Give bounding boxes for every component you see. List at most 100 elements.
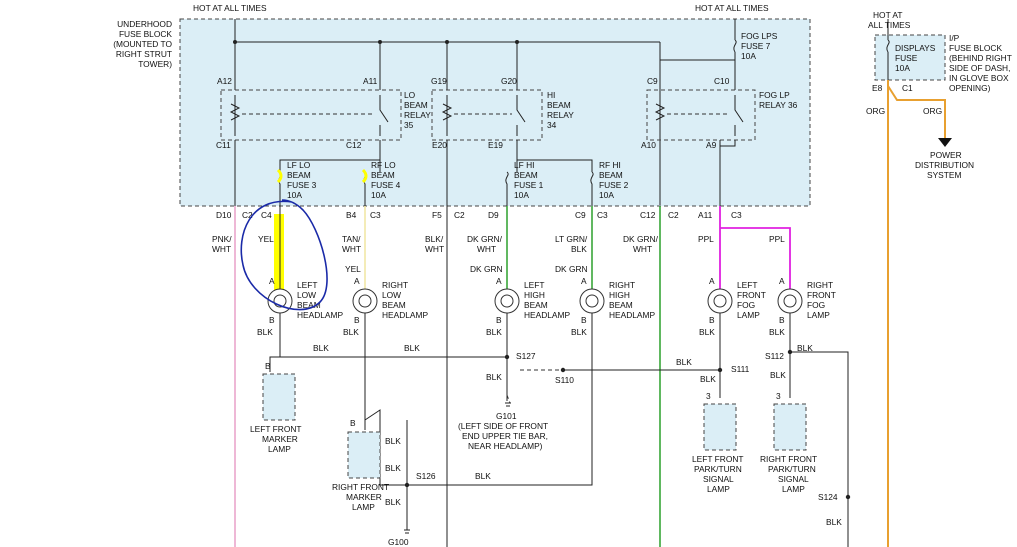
svg-text:A: A [779,276,785,286]
svg-text:HIGH: HIGH [609,290,630,300]
svg-text:DK GRN: DK GRN [470,264,503,274]
svg-text:PARK/TURN: PARK/TURN [768,464,816,474]
svg-text:D10: D10 [216,210,232,220]
hot-label-left: HOT AT ALL TIMES [193,3,267,13]
svg-text:FUSE 1: FUSE 1 [514,180,544,190]
svg-text:WHT: WHT [342,244,361,254]
splice-s111: S111 [731,364,750,374]
svg-text:HEADLAMP: HEADLAMP [609,310,655,320]
svg-text:BEAM: BEAM [382,300,406,310]
splice-s112: S112 [765,351,784,361]
fog-fuse-label: FOG LPS FUSE 7 10A [741,31,778,61]
svg-text:DK GRN/: DK GRN/ [467,234,503,244]
svg-text:RELAY 36: RELAY 36 [759,100,798,110]
svg-text:FUSE BLOCK: FUSE BLOCK [119,29,172,39]
svg-text:B4: B4 [346,210,357,220]
ground-g100: G100 [388,529,410,547]
svg-text:YEL: YEL [258,234,274,244]
svg-text:WHT: WHT [212,244,231,254]
svg-text:FUSE BLOCK: FUSE BLOCK [949,43,1002,53]
svg-text:I/P: I/P [949,33,960,43]
svg-text:C2: C2 [454,210,465,220]
svg-text:10A: 10A [514,190,529,200]
hot-label-right: HOT AT ALL TIMES [695,3,769,13]
svg-text:BLK/: BLK/ [425,234,444,244]
svg-text:B: B [269,315,275,325]
underhood-label: UNDERHOOD FUSE BLOCK (MOUNTED TO RIGHT S… [113,19,172,69]
svg-text:SIDE OF DASH,: SIDE OF DASH, [949,63,1010,73]
pin-a12: A12 [217,76,232,86]
svg-text:LAMP: LAMP [352,502,375,512]
svg-text:BLK: BLK [700,374,716,384]
svg-text:BEAM: BEAM [287,170,311,180]
arrow-down-icon [938,138,952,147]
svg-text:BEAM: BEAM [599,170,623,180]
svg-text:BLK: BLK [343,327,359,337]
svg-text:LAMP: LAMP [268,444,291,454]
svg-text:B: B [709,315,715,325]
fog-lamp-left: A B LEFT FRONT FOG LAMP [707,276,766,325]
svg-text:MARKER: MARKER [346,492,382,502]
svg-text:BLK: BLK [769,327,785,337]
svg-text:DK GRN/: DK GRN/ [623,234,659,244]
lo-relay-label: LO BEAM RELAY 35 [404,90,431,130]
svg-text:B: B [265,361,271,371]
fog-relay-label: FOG LP RELAY 36 [759,90,798,110]
svg-text:FOG LPS: FOG LPS [741,31,778,41]
svg-text:(LEFT SIDE OF FRONT: (LEFT SIDE OF FRONT [458,421,548,431]
svg-text:10A: 10A [371,190,386,200]
svg-text:RELAY: RELAY [547,110,574,120]
ip-fuse-block [874,34,946,81]
svg-text:FUSE: FUSE [895,53,918,63]
pin-a9: A9 [706,140,717,150]
svg-text:DISPLAYS: DISPLAYS [895,43,936,53]
svg-text:34: 34 [547,120,557,130]
svg-text:FOG LP: FOG LP [759,90,790,100]
svg-text:BLK: BLK [699,327,715,337]
pin-e20: E20 [432,140,447,150]
svg-text:RIGHT FRONT: RIGHT FRONT [332,482,389,492]
svg-text:YEL: YEL [345,264,361,274]
wire-labels: PNK/ WHT YEL TAN/ WHT YEL BLK/ WHT DK GR… [212,234,785,274]
svg-text:IN GLOVE BOX: IN GLOVE BOX [949,73,1009,83]
svg-text:HI: HI [547,90,555,100]
svg-text:FRONT: FRONT [737,290,766,300]
svg-text:END UPPER TIE BAR,: END UPPER TIE BAR, [462,431,548,441]
svg-text:LAMP: LAMP [707,484,730,494]
svg-text:WHT: WHT [633,244,652,254]
pin-c12: C12 [346,140,362,150]
svg-text:BLK: BLK [797,343,813,353]
pin-g20: G20 [501,76,517,86]
svg-text:BLK: BLK [486,372,502,382]
svg-text:DK GRN: DK GRN [555,264,588,274]
svg-text:WHT: WHT [425,244,444,254]
svg-text:TAN/: TAN/ [342,234,361,244]
svg-text:FOG: FOG [737,300,755,310]
svg-text:G100: G100 [388,537,409,547]
svg-text:HEADLAMP: HEADLAMP [297,310,343,320]
svg-text:FUSE 2: FUSE 2 [599,180,629,190]
hi-relay-label: HI BEAM RELAY 34 [547,90,574,130]
svg-text:FUSE 3: FUSE 3 [287,180,317,190]
svg-text:RF HI: RF HI [599,160,621,170]
svg-text:B: B [779,315,785,325]
svg-text:LAMP: LAMP [782,484,805,494]
svg-text:A: A [709,276,715,286]
svg-text:LT GRN/: LT GRN/ [555,234,588,244]
svg-text:BLK: BLK [385,436,401,446]
left-front-park-turn-lamp: 3 LEFT FRONT PARK/TURN SIGNAL LAMP [692,391,744,494]
pin-c11: C11 [216,140,231,150]
svg-text:LOW: LOW [382,290,401,300]
svg-text:ORG: ORG [866,106,885,116]
svg-text:C1: C1 [902,83,913,93]
svg-text:E8: E8 [872,83,883,93]
svg-text:TOWER): TOWER) [138,59,172,69]
svg-text:BEAM: BEAM [514,170,538,180]
svg-text:LEFT: LEFT [297,280,317,290]
svg-text:UNDERHOOD: UNDERHOOD [117,19,172,29]
svg-text:BLK: BLK [404,343,420,353]
lo-beam-relay [220,89,402,141]
right-front-park-turn-lamp: 3 RIGHT FRONT PARK/TURN SIGNAL LAMP [760,391,817,494]
svg-text:PPL: PPL [698,234,714,244]
